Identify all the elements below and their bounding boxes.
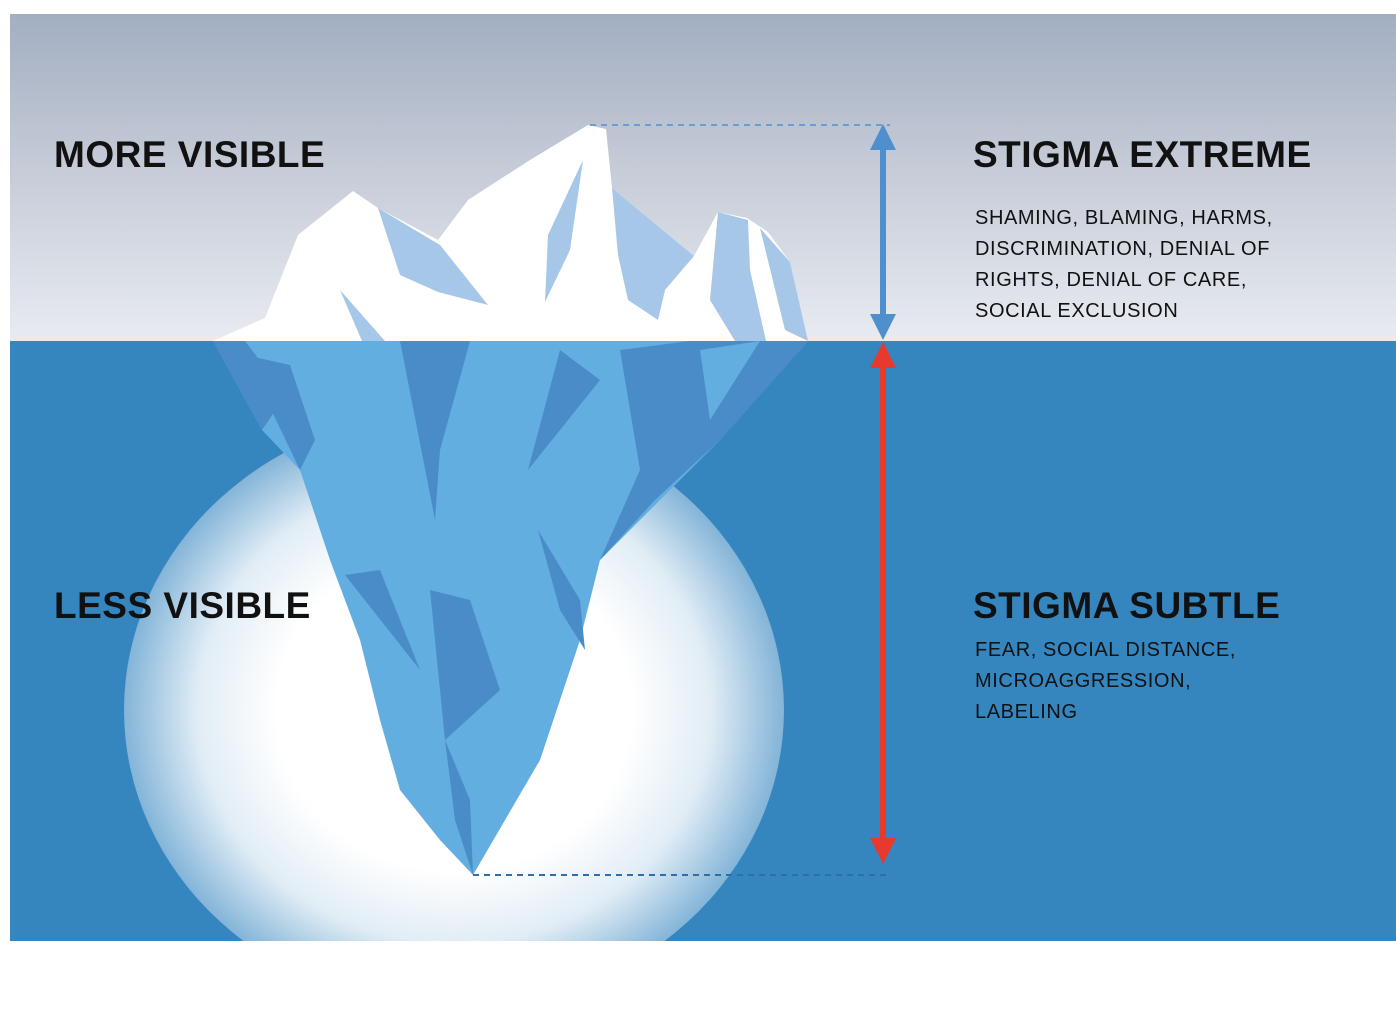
- iceberg-diagram: MORE VISIBLE LESS VISIBLE STIGMA EXTREME…: [10, 14, 1396, 1010]
- extreme-line: SHAMING, BLAMING, HARMS,: [975, 207, 1273, 229]
- less-visible-label: LESS VISIBLE: [54, 585, 311, 626]
- more-visible-label: MORE VISIBLE: [54, 134, 326, 175]
- extreme-line: SOCIAL EXCLUSION: [975, 300, 1179, 322]
- subtle-line: LABELING: [975, 701, 1078, 723]
- subtle-line: FEAR, SOCIAL DISTANCE,: [975, 639, 1237, 661]
- iceberg-graphic: [213, 124, 896, 876]
- subtle-line: MICROAGGRESSION,: [975, 670, 1192, 692]
- stigma-extreme-title: STIGMA EXTREME: [973, 134, 1312, 175]
- visible-range-arrow: [870, 124, 896, 340]
- hidden-range-arrow: [870, 342, 896, 864]
- stigma-subtle-title: STIGMA SUBTLE: [973, 585, 1281, 626]
- extreme-line: RIGHTS, DENIAL OF CARE,: [975, 269, 1247, 291]
- iceberg-tip: [213, 125, 808, 341]
- extreme-line: DISCRIMINATION, DENIAL OF: [975, 238, 1271, 260]
- stigma-extreme-description: SHAMING, BLAMING, HARMS, DISCRIMINATION,…: [975, 203, 1273, 327]
- stigma-subtle-description: FEAR, SOCIAL DISTANCE, MICROAGGRESSION, …: [975, 635, 1236, 728]
- iceberg-underwater: [213, 341, 808, 875]
